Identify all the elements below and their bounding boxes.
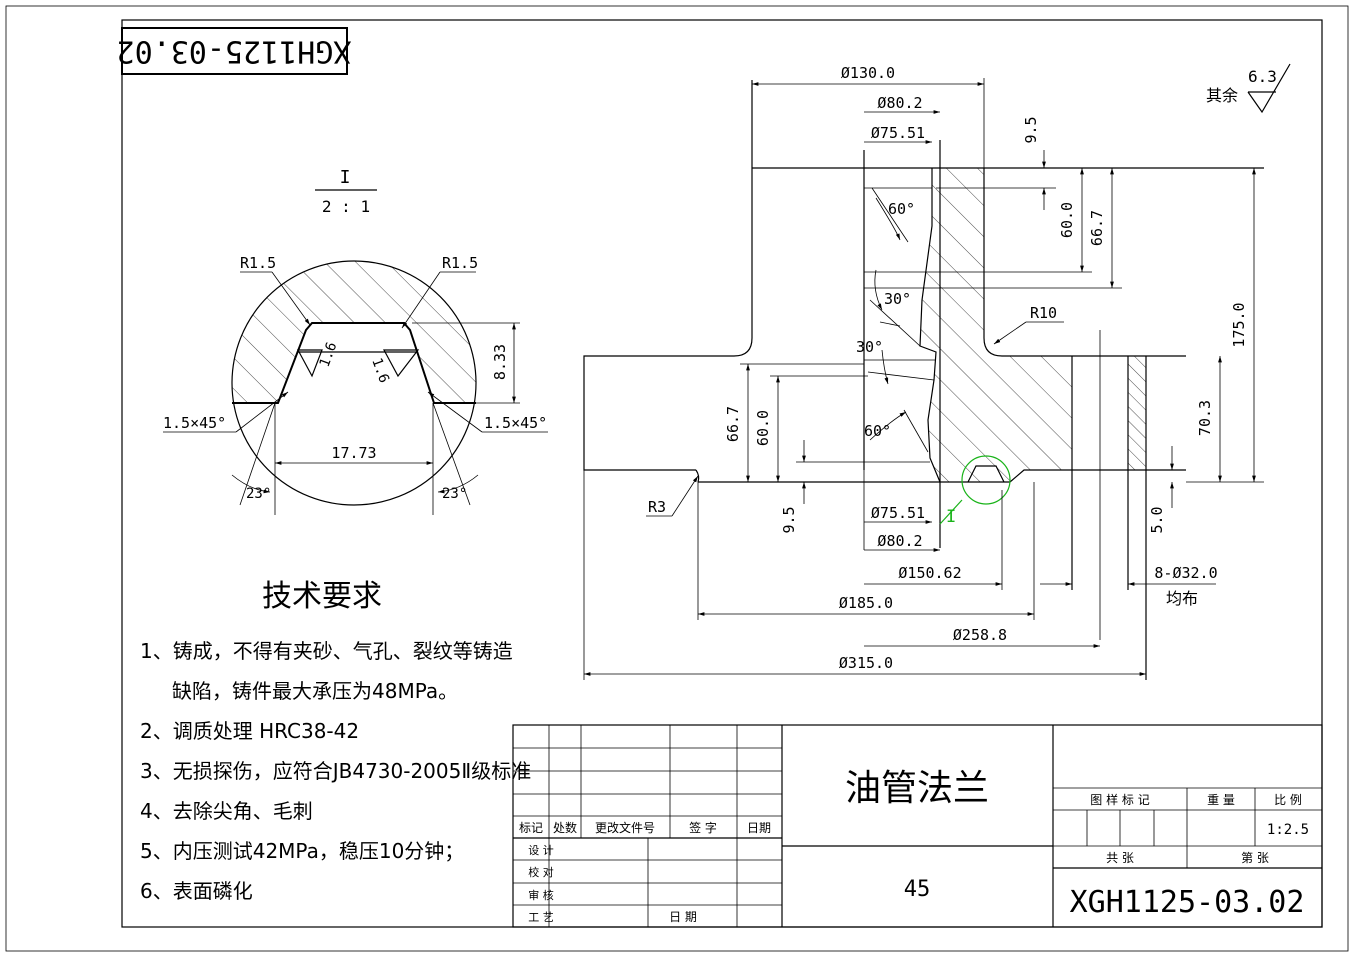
detail-view: I 2 : 1 1.6 1.6 R1.5 R1.5 8.33 1.5×45° [163,167,548,515]
section-hatch [920,168,1072,482]
role-process: 工 艺 [528,911,554,924]
tech-item-2: 2、调质处理 HRC38-42 [140,719,359,743]
dim-d7551-bot: Ø75.51 [871,504,925,522]
rev-header-1: 标记 [519,821,543,835]
main-section-view: Ø130.0 Ø80.2 Ø75.51 9.5 60.0 66.7 175.0 … [583,64,1264,680]
detail-scale: 2 : 1 [322,197,370,216]
tech-item-5: 5、内压测试42MPa，稳压10分钟； [140,839,464,863]
detail-r-left: R1.5 [240,254,276,272]
sheet-no: 第 张 [1241,851,1269,865]
dim-h667-right: 66.7 [1088,210,1106,246]
dim-a60-top: 60° [888,200,915,218]
dim-d185: Ø185.0 [839,594,893,612]
rotated-drawing-number: XGH1125-03.02 [117,34,352,69]
dim-d2588: Ø258.8 [953,626,1007,644]
pattern-mark: 图 样 标 记 [1090,792,1149,807]
dim-d315: Ø315.0 [839,654,893,672]
total-sheets: 共 张 [1106,851,1134,865]
detail-height: 8.33 [491,344,509,380]
dim-d80-bot: Ø80.2 [877,532,922,550]
rev-header-4: 签 字 [689,820,717,835]
dim-a60-bot: 60° [864,422,891,440]
detail-rough-left: 1.6 [317,340,341,369]
detail-circle [231,260,477,506]
dim-h5: 5.0 [1148,506,1166,533]
role-check: 校 对 [528,865,554,879]
material: 45 [904,877,931,902]
detail-label: I [340,167,351,188]
dim-d7551-top: Ø75.51 [871,124,925,142]
surface-finish-label: 其余 [1206,86,1238,105]
dim-holes: 8-Ø32.0 [1154,564,1217,582]
detail-r-right: R1.5 [442,254,478,272]
detail-rough-right: 1.6 [368,356,392,385]
rev-header-2: 处数 [553,820,577,835]
detail-angle-right: 23° [442,486,467,502]
detail-width: 17.73 [331,444,376,462]
date-label: 日 期 [669,910,697,924]
weight-label: 重 量 [1207,793,1235,807]
dim-h95-top: 9.5 [1022,116,1040,143]
dim-d15062: Ø150.62 [898,564,961,582]
rev-header-3: 更改文件号 [595,820,655,835]
outer-border [5,5,1349,952]
detail-angle-left: 23° [246,486,271,502]
dim-h667-left: 66.7 [724,406,742,442]
detail-chamfer-right: 1.5×45° [484,414,547,432]
scale-value: 1:2.5 [1267,822,1309,838]
tech-item-6: 6、表面磷化 [140,879,253,903]
dim-h60-left: 60.0 [754,410,772,446]
scale-label: 比 例 [1274,793,1302,807]
rev-header-5: 日期 [747,821,771,835]
surface-finish-symbol: 其余 6.3 [1206,63,1291,114]
dim-d80-top: Ø80.2 [877,94,922,112]
part-name: 油管法兰 [845,768,989,809]
drawing-number: XGH1125-03.02 [1070,885,1305,920]
dim-h703: 70.3 [1196,400,1214,436]
role-review: 审 核 [528,888,554,902]
tech-item-4: 4、去除尖角、毛刺 [140,799,313,823]
detail-marker-circle [961,455,1011,505]
dim-holes-note: 均布 [1166,589,1198,608]
dim-h175: 175.0 [1230,302,1248,347]
tech-requirements: 技术要求 1、铸成，不得有夹砂、气孔、裂纹等铸造 缺陷，铸件最大承压为48MPa… [140,579,531,903]
tech-title: 技术要求 [262,579,382,614]
dim-h60-right: 60.0 [1058,202,1076,238]
role-design: 设 计 [528,844,554,857]
dim-a30-b: 30° [856,338,883,356]
dim-h95-bot: 9.5 [780,506,798,533]
detail-chamfer-left: 1.5×45° [163,414,226,432]
dim-a30-a: 30° [884,290,911,308]
title-block: 标记 处数 更改文件号 签 字 日期 设 计 校 对 审 核 工 艺 日 期 油… [512,724,1323,928]
inner-border [121,19,1323,928]
detail-marker-label: I [946,507,956,527]
hole-hatch-1 [1128,356,1146,470]
surface-finish-value: 6.3 [1248,67,1277,86]
tech-item-1b: 缺陷，铸件最大承压为48MPa。 [172,679,458,703]
dim-r3: R3 [648,498,666,516]
dim-r10: R10 [1030,304,1057,322]
tech-item-1: 1、铸成，不得有夹砂、气孔、裂纹等铸造 [140,639,513,663]
tech-item-3: 3、无损探伤，应符合JB4730-2005Ⅱ级标准 [140,759,531,783]
rotated-number-box: XGH1125-03.02 [117,27,352,75]
dim-d130: Ø130.0 [841,64,895,82]
